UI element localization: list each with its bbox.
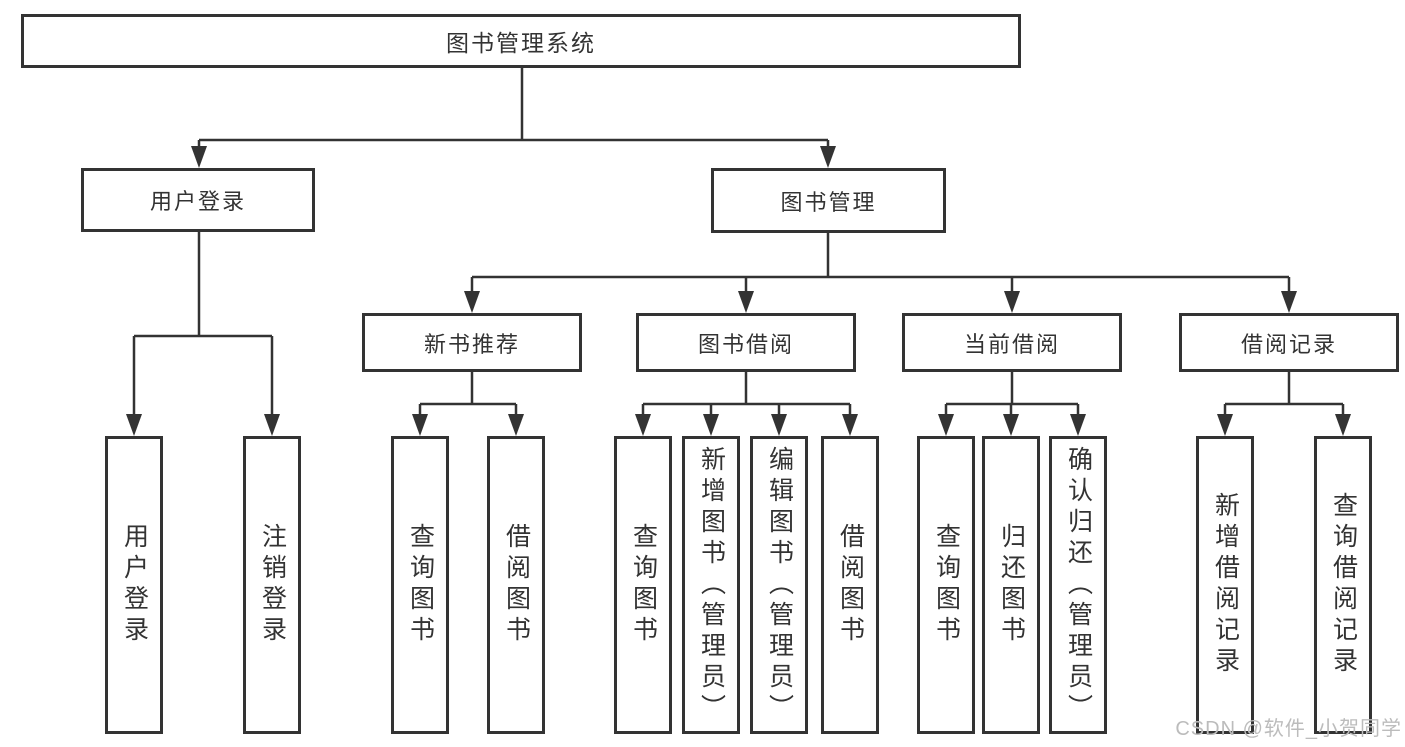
- node-label: 注销登录: [258, 523, 287, 647]
- leaf-return-book: 归还图书: [982, 436, 1040, 734]
- arrowhead-icon: [842, 414, 858, 436]
- node-label: 新增图书（管理员）: [697, 445, 726, 725]
- connector-user-login-split: [132, 232, 274, 420]
- leaf-query-borrow-record: 查询借阅记录: [1314, 436, 1372, 734]
- node-label: 用户登录: [149, 189, 246, 214]
- node-label: 图书管理系统: [446, 30, 596, 56]
- arrowhead-icon: [264, 414, 280, 436]
- arrowhead-icon: [126, 414, 142, 436]
- leaf-confirm-return-admin: 确认归还（管理员）: [1049, 436, 1107, 734]
- arrowhead-icon: [738, 291, 754, 313]
- arrowhead-icon: [1003, 414, 1019, 436]
- csdn-watermark: CSDN @软件_小贺同学: [1175, 718, 1402, 740]
- node-label: 借阅图书: [502, 523, 531, 647]
- arrowhead-icon: [191, 146, 207, 168]
- node-label: 查询图书: [406, 523, 435, 647]
- arrowhead-icon: [1335, 414, 1351, 436]
- node-label: 借阅图书: [836, 523, 865, 647]
- arrowhead-icon: [1070, 414, 1086, 436]
- arrowhead-icon: [1217, 414, 1233, 436]
- leaf-query-book: 查询图书: [391, 436, 449, 734]
- arrowhead-icon: [771, 414, 787, 436]
- connector-records-split: [1223, 372, 1345, 420]
- node-label: 图书管理: [780, 189, 877, 215]
- connector-new-book-split: [418, 372, 518, 420]
- node-root-system: 图书管理系统: [21, 14, 1021, 68]
- connector-root-split: [197, 68, 830, 150]
- node-book-management: 图书管理: [711, 168, 946, 233]
- arrowhead-icon: [1004, 291, 1020, 313]
- node-book-borrowing: 图书借阅: [636, 313, 856, 372]
- connector-book-borrow-split: [641, 372, 852, 420]
- node-label: 确认归还（管理员）: [1064, 445, 1093, 725]
- node-label: 新增借阅记录: [1211, 492, 1240, 678]
- arrowhead-icon: [635, 414, 651, 436]
- arrowhead-icon: [703, 414, 719, 436]
- leaf-logout: 注销登录: [243, 436, 301, 734]
- arrowhead-icon: [820, 146, 836, 168]
- node-label: 查询图书: [932, 523, 961, 647]
- node-label: 用户登录: [120, 523, 149, 647]
- connector-book-mgmt-split: [470, 233, 1291, 297]
- node-label: 归还图书: [997, 523, 1026, 647]
- leaf-query-book: 查询图书: [614, 436, 672, 734]
- node-borrow-records: 借阅记录: [1179, 313, 1399, 372]
- leaf-borrow-book: 借阅图书: [821, 436, 879, 734]
- node-user-login: 用户登录: [81, 168, 315, 232]
- leaf-add-book-admin: 新增图书（管理员）: [682, 436, 740, 734]
- node-label: 查询图书: [629, 523, 658, 647]
- connector-cur-borrow-split: [944, 372, 1080, 420]
- leaf-user-login: 用户登录: [105, 436, 163, 734]
- leaf-borrow-book: 借阅图书: [487, 436, 545, 734]
- arrowhead-icon: [508, 414, 524, 436]
- node-label: 查询借阅记录: [1329, 492, 1358, 678]
- node-label: 当前借阅: [963, 331, 1060, 357]
- node-label: 借阅记录: [1240, 331, 1337, 357]
- leaf-query-book: 查询图书: [917, 436, 975, 734]
- node-label: 编辑图书（管理员）: [765, 445, 794, 725]
- node-new-book-recommend: 新书推荐: [362, 313, 582, 372]
- node-label: 图书借阅: [697, 331, 794, 357]
- node-current-borrowing: 当前借阅: [902, 313, 1122, 372]
- arrowhead-icon: [1281, 291, 1297, 313]
- node-label: 新书推荐: [423, 331, 520, 357]
- arrowhead-icon: [938, 414, 954, 436]
- arrowhead-icon: [412, 414, 428, 436]
- leaf-edit-book-admin: 编辑图书（管理员）: [750, 436, 808, 734]
- arrowhead-icon: [464, 291, 480, 313]
- leaf-add-borrow-record: 新增借阅记录: [1196, 436, 1254, 734]
